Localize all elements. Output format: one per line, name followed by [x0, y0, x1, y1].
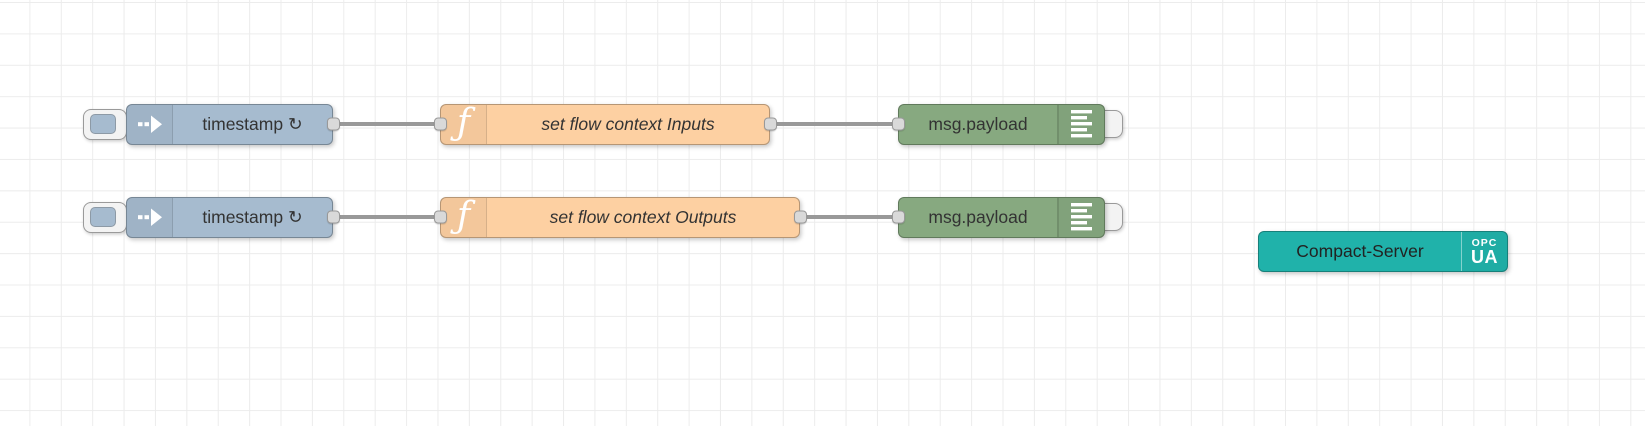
node-inject-2[interactable]: timestamp ↻ [126, 196, 340, 238]
wire[interactable] [333, 122, 440, 126]
node-debug-2[interactable]: msg.payload [891, 196, 1105, 238]
node-label: msg.payload [928, 113, 1028, 134]
node-label: set flow context Outputs [549, 206, 737, 227]
output-port[interactable] [326, 117, 340, 131]
opc-ua-badge-icon: OPC UA [1461, 232, 1507, 271]
node-label: set flow context Inputs [541, 113, 715, 134]
node-label: timestamp ↻ [202, 113, 303, 134]
inject-button-face [90, 113, 116, 134]
inject-button[interactable] [83, 108, 127, 140]
input-port[interactable] [891, 117, 905, 131]
node-label: msg.payload [928, 206, 1028, 227]
output-port[interactable] [793, 210, 807, 224]
badge-text-ua: UA [1471, 246, 1498, 267]
badge-text-opc: OPC [1471, 236, 1498, 249]
node-function-1[interactable]: ƒ set flow context Inputs [433, 101, 777, 145]
output-port[interactable] [763, 117, 777, 131]
input-port[interactable] [433, 117, 447, 131]
node-label: timestamp ↻ [202, 206, 303, 227]
node-label: Compact-Server [1296, 241, 1424, 261]
inject-arrow-icon [127, 197, 173, 237]
node-opcua-compact-server[interactable]: Compact-Server OPC UA [1258, 231, 1508, 272]
inject-arrow-icon [127, 104, 173, 144]
wire[interactable] [800, 215, 898, 219]
function-f-icon: ƒ [441, 194, 487, 237]
function-glyph: ƒ [456, 101, 471, 143]
node-inject-1[interactable]: timestamp ↻ [126, 103, 340, 145]
inject-button-face [90, 206, 116, 227]
debug-lines-icon [1057, 104, 1104, 144]
input-port[interactable] [433, 210, 447, 224]
node-function-2[interactable]: ƒ set flow context Outputs [433, 194, 807, 238]
debug-lines-icon [1057, 197, 1104, 237]
output-port[interactable] [326, 210, 340, 224]
inject-button[interactable] [83, 201, 127, 233]
node-debug-1[interactable]: msg.payload [891, 103, 1105, 145]
function-f-icon: ƒ [441, 101, 487, 144]
wire[interactable] [333, 215, 440, 219]
input-port[interactable] [891, 210, 905, 224]
wire[interactable] [770, 122, 898, 126]
function-glyph: ƒ [456, 194, 471, 236]
